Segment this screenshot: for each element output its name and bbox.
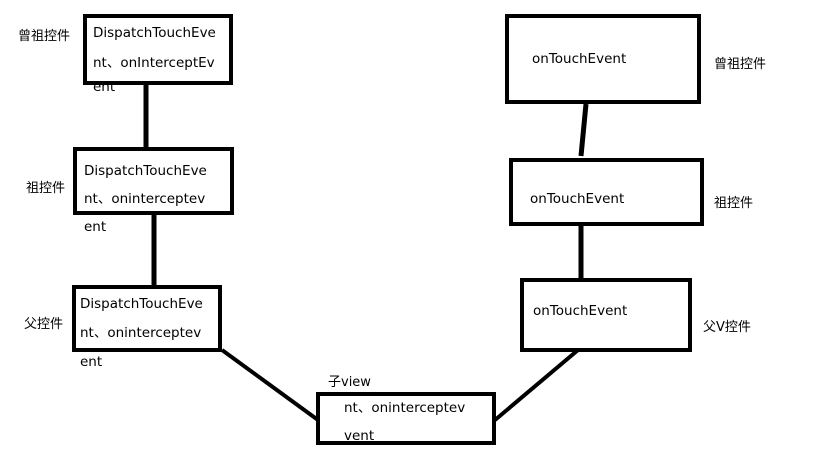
right-great-grandparent-box [505, 14, 701, 104]
left-great-grandparent-line-2: nt、onInterceptEv [93, 55, 215, 71]
left-grandparent-text: DispatchTouchEve nt、oninterceptev ent [84, 157, 207, 241]
connector-left-to-child [220, 348, 320, 422]
left-great-grandparent-line-3: ent [93, 79, 116, 95]
right-great-grandparent-text: onTouchEvent [532, 51, 627, 67]
left-great-grandparent-label: 曾祖控件 [18, 29, 71, 44]
right-parent-label: 父V控件 [703, 320, 751, 335]
left-parent-line-1: DispatchTouchEve [80, 296, 203, 312]
left-parent-line-2: nt、oninterceptev [80, 325, 202, 341]
left-parent-label: 父控件 [24, 317, 64, 332]
right-parent-text: onTouchEvent [533, 303, 628, 319]
right-parent-box [520, 278, 692, 352]
right-grandparent-label: 祖控件 [714, 196, 754, 211]
left-grandparent-line-3: ent [84, 219, 107, 235]
left-great-grandparent-text: DispatchTouchEve nt、onInterceptEv [93, 18, 216, 78]
connector-right-top [578, 103, 589, 157]
left-grandparent-line-1: DispatchTouchEve [84, 163, 207, 179]
child-view-line-1: nt、oninterceptev [344, 400, 466, 416]
left-great-grandparent-line-1: DispatchTouchEve [93, 25, 216, 41]
left-parent-text: DispatchTouchEve nt、oninterceptev ent [80, 290, 203, 377]
connector-child-to-right [493, 348, 580, 422]
left-grandparent-label: 祖控件 [26, 181, 66, 196]
left-grandparent-line-2: nt、oninterceptev [84, 191, 206, 207]
right-great-grandparent-label: 曾祖控件 [714, 57, 767, 72]
child-view-box [316, 392, 496, 445]
left-parent-box [72, 285, 222, 352]
child-view-label: 子view [328, 375, 371, 390]
left-parent-line-3: ent [80, 354, 103, 370]
left-great-grandparent-box [83, 14, 233, 85]
child-view-text: nt、oninterceptev vent [344, 394, 465, 450]
child-view-line-2: vent [344, 428, 375, 444]
left-grandparent-box [73, 147, 234, 215]
right-grandparent-box [509, 158, 704, 226]
right-grandparent-text: onTouchEvent [530, 191, 625, 207]
